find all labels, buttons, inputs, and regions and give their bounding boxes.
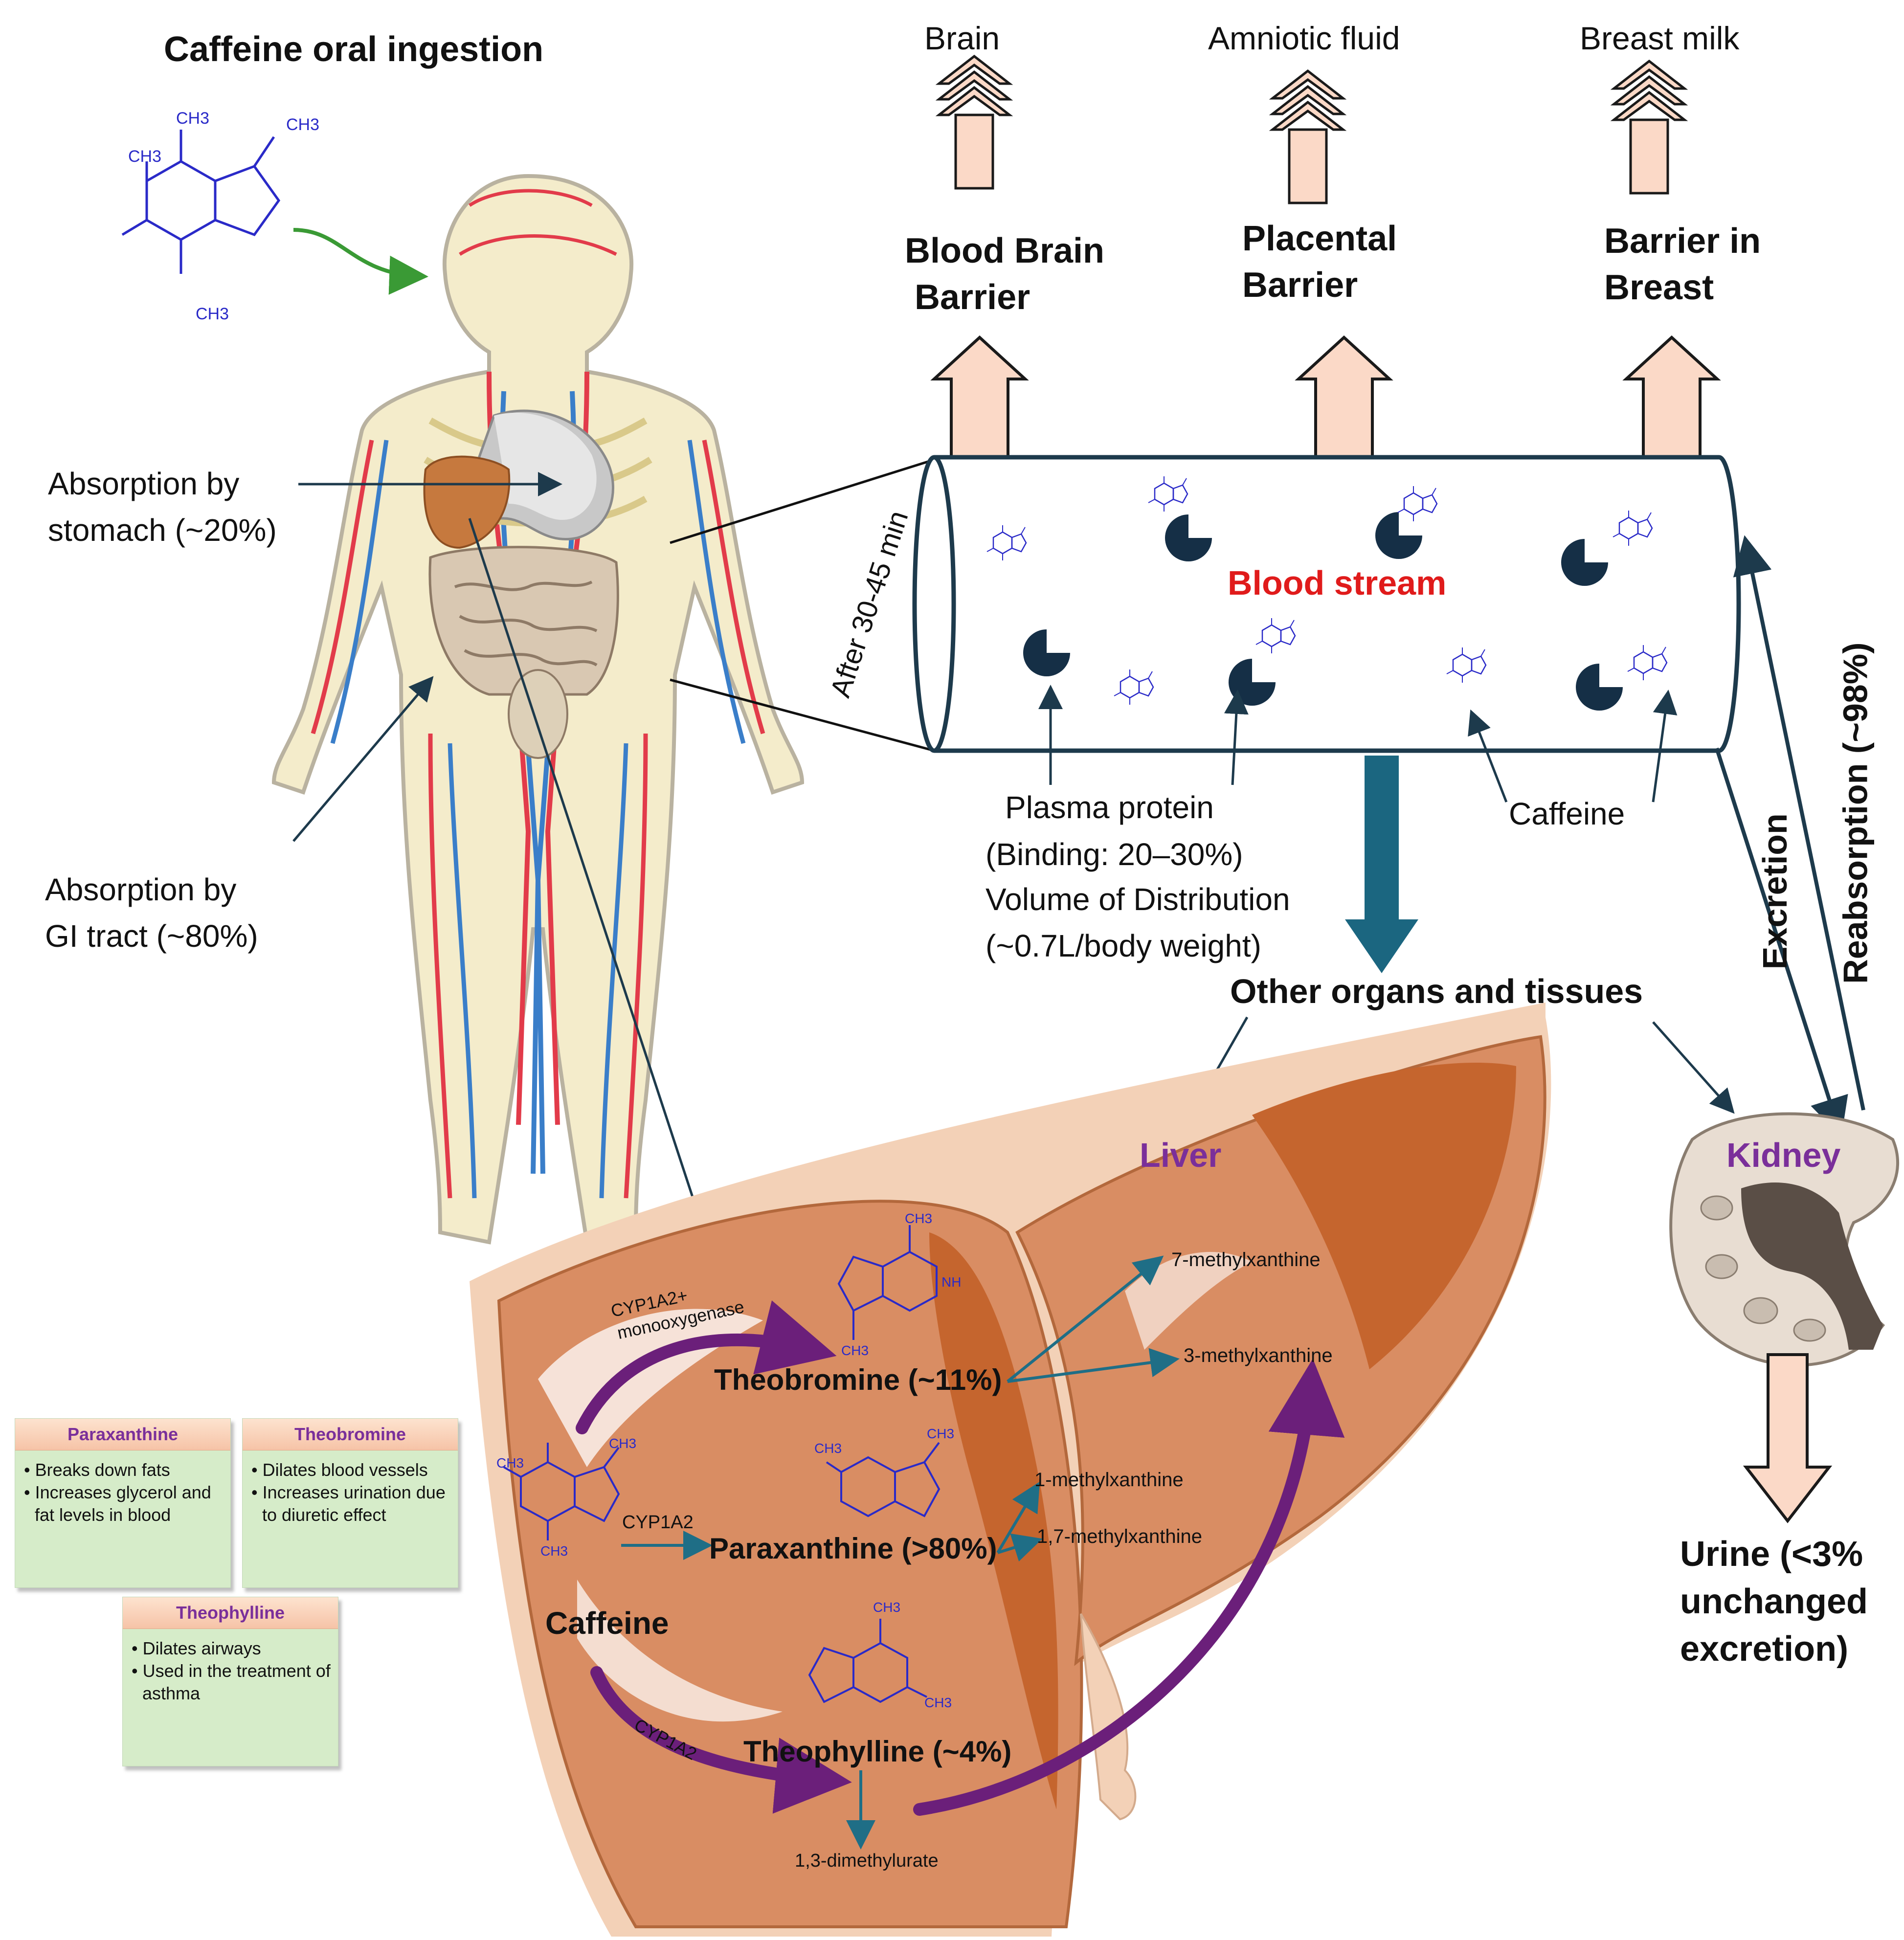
metabolite-1-3-dimethylurate: 1,3-dimethylurate (795, 1851, 939, 1871)
bloodstream-label: Blood stream (1228, 564, 1447, 602)
urine-line2: unchanged (1680, 1582, 1868, 1621)
caffeine-structure-liver (503, 1443, 620, 1540)
barrier-breast-line2: Breast (1604, 268, 1714, 307)
teal-arrows (621, 1255, 1180, 1850)
barrier-placental-line1: Placental (1242, 219, 1397, 258)
metabolite-7-methylxanthine: 7-methylxanthine (1171, 1249, 1321, 1271)
caffeine-liver-label: Caffeine (545, 1606, 669, 1641)
card-paraxanthine: Paraxanthine • Breaks down fats • Increa… (15, 1418, 231, 1588)
kidney-illustration (1669, 1112, 1899, 1367)
metabolism-arrows (576, 1300, 1345, 1816)
enzyme-mid: CYP1A2 (622, 1512, 694, 1533)
distribution-arrow (1345, 756, 1418, 973)
methyl-label: CH3 (814, 1441, 842, 1456)
methyl-label: CH3 (924, 1695, 952, 1710)
liver-illustration (470, 1003, 1551, 1937)
ingestion-title: Caffeine oral ingestion (164, 30, 544, 69)
barrier-placental-line2: Barrier (1242, 266, 1358, 305)
urine-arrow (1743, 1353, 1833, 1523)
methyl-label: CH3 (873, 1600, 901, 1615)
metabolite-1-7-methylxanthine: 1,7-methylxanthine (1037, 1526, 1202, 1547)
card-theobromine: Theobromine • Dilates blood vessels • In… (242, 1418, 458, 1588)
bloodstream-tube (912, 455, 1741, 753)
caffeine-pointer-label: Caffeine (1509, 796, 1625, 831)
absorption-stomach-line2: stomach (~20%) (48, 513, 277, 548)
destination-breast-milk: Breast milk (1580, 20, 1740, 56)
methyl-label: CH3 (841, 1343, 869, 1358)
nh-label: NH (941, 1274, 962, 1290)
methyl-label: CH3 (128, 147, 162, 166)
upward-arrows (930, 56, 1721, 459)
theobromine-label: Theobromine (~11%) (714, 1363, 1002, 1396)
destination-brain: Brain (924, 20, 1000, 56)
card-paraxanthine-point: • Increases glycerol and fat levels in b… (24, 1482, 211, 1525)
volume-distribution-label: Volume of Distribution (986, 882, 1290, 917)
paraxanthine-label: Paraxanthine (>80%) (709, 1532, 997, 1565)
urine-line1: Urine (<3% (1680, 1535, 1863, 1574)
theophylline-structure (808, 1619, 927, 1703)
volume-value-label: (~0.7L/body weight) (986, 928, 1261, 963)
barrier-bbb-line2: Barrier (915, 278, 1030, 317)
card-theobromine-point: • Increases urination due to diuretic ef… (251, 1482, 446, 1525)
metabolite-3-methylxanthine: 3-methylxanthine (1184, 1345, 1333, 1366)
absorption-gi-line1: Absorption by (45, 872, 237, 907)
methyl-label: CH3 (540, 1543, 568, 1559)
liver-label: Liver (1140, 1136, 1222, 1174)
other-organs-label: Other organs and tissues (1230, 972, 1643, 1010)
ingestion-arrow (293, 228, 428, 295)
card-theophylline-point: • Used in the treatment of asthma (132, 1661, 331, 1703)
theobromine-structure (837, 1225, 938, 1340)
kidney-label: Kidney (1726, 1136, 1841, 1174)
caffeine-structure-large (121, 130, 281, 274)
methyl-label: CH3 (286, 115, 320, 134)
destination-amniotic: Amniotic fluid (1208, 20, 1400, 56)
card-theobromine-point: • Dilates blood vessels (251, 1460, 428, 1480)
human-body-illustration (271, 174, 805, 1245)
plasma-protein-label: Plasma protein (1005, 790, 1214, 825)
paraxanthine-structure (826, 1442, 941, 1517)
barrier-breast-line1: Barrier in (1604, 222, 1761, 261)
card-paraxanthine-point: • Breaks down fats (24, 1460, 170, 1480)
methyl-label: CH3 (496, 1455, 524, 1471)
methyl-label: CH3 (196, 305, 229, 323)
theophylline-label: Theophylline (~4%) (743, 1735, 1012, 1768)
card-theobromine-title: Theobromine (294, 1424, 406, 1444)
barrier-bbb-line1: Blood Brain (905, 231, 1104, 270)
plasma-binding-label: (Binding: 20–30%) (986, 837, 1243, 872)
methyl-label: CH3 (927, 1426, 955, 1441)
methyl-label: CH3 (609, 1436, 637, 1451)
methyl-label: CH3 (176, 109, 210, 128)
card-paraxanthine-title: Paraxanthine (67, 1424, 179, 1444)
excretion-label: Excretion (1755, 813, 1794, 970)
absorption-gi-line2: GI tract (~80%) (45, 918, 258, 954)
metabolite-1-methylxanthine: 1-methylxanthine (1034, 1469, 1184, 1491)
card-theophylline-point: • Dilates airways (132, 1638, 261, 1658)
reabsorption-label: Reabsorption (~98%) (1836, 642, 1875, 984)
methyl-label: CH3 (905, 1211, 933, 1226)
urine-line3: excretion) (1680, 1629, 1849, 1669)
card-theophylline: Theophylline • Dilates airways • Used in… (122, 1597, 338, 1766)
card-theophylline-title: Theophylline (176, 1603, 285, 1623)
absorption-stomach-line1: Absorption by (48, 466, 240, 501)
